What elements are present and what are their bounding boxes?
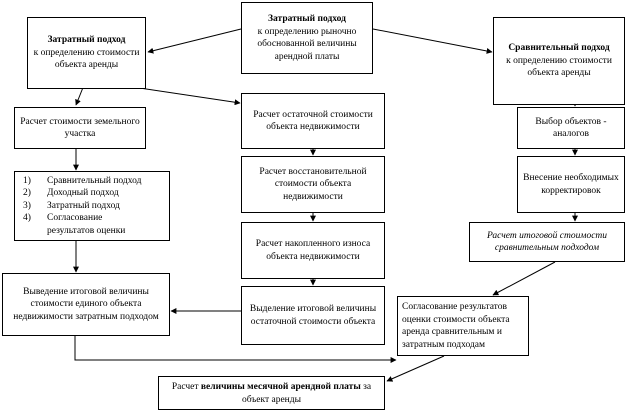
depreciation-box: Расчет накопленного износа объекта недви… — [241, 222, 385, 279]
adjustments-box: Внесение необходимых корректировок — [517, 156, 625, 213]
residual-value-box: Расчет остаточной стоимости объекта недв… — [241, 93, 385, 149]
final-suffix: за объект аренды — [242, 382, 372, 405]
list-text: результатов оценки — [47, 225, 126, 236]
cost-total-box: Выведение итоговой величины стоимости ед… — [2, 273, 170, 336]
residual-total-text: Выделение итоговой величины остаточной с… — [249, 304, 377, 327]
root-box: Затратный подход к определению рыночно о… — [241, 2, 373, 74]
final-prefix: Расчет — [171, 382, 199, 392]
select-analogs-text: Выбор объектов - аналогов — [535, 116, 607, 140]
final-bold: величины месячной арендной платы — [200, 382, 361, 392]
land-value-text: Расчет стоимости земельного участка — [20, 116, 140, 140]
replacement-value-text: Расчет восстановительной стоимости объек… — [259, 166, 367, 202]
reconciliation-text: Согласование результатов оценки стоимост… — [402, 302, 510, 350]
arrow-reconciliation-to-final — [386, 355, 445, 382]
list-number: 4) — [23, 213, 31, 224]
list-text: Согласование — [47, 213, 103, 224]
list-number: 3) — [23, 200, 31, 211]
comparative-approach-title: Сравнительный подход — [508, 43, 610, 54]
replacement-value-box: Расчет восстановительной стоимости объек… — [241, 156, 385, 213]
list-text: Сравнительный подход — [47, 175, 142, 186]
comparative-total-text: Расчет итоговой стоимости сравнительным … — [486, 230, 608, 254]
select-analogs-box: Выбор объектов - аналогов — [517, 107, 625, 149]
list-item: 1) Сравнительный подход — [23, 175, 141, 188]
depreciation-text: Расчет накопленного износа объекта недви… — [255, 239, 371, 262]
list-text: Затратный подход — [47, 200, 120, 211]
arrow-root-to-cost — [147, 28, 242, 54]
root-text: к определению рыночно обоснованной велич… — [257, 26, 357, 62]
list-item: 4) Согласование — [23, 212, 102, 225]
comparative-approach-box: Сравнительный подход к определению стоим… — [493, 17, 625, 105]
list-text: Доходный подход — [47, 188, 119, 199]
arrow-comptotal-to-reconciliation — [492, 261, 556, 296]
final-box: Расчет величины месячной арендной платы … — [158, 376, 385, 410]
list-number: 2) — [23, 188, 31, 199]
comparative-approach-text: к определению стоимости объекта аренды — [506, 55, 612, 79]
cost-approach-title: Затратный подход — [47, 35, 126, 46]
adjustments-text: Внесение необходимых корректировок — [523, 173, 619, 196]
list-number: 1) — [23, 175, 31, 186]
list-item: 2) Доходный подход — [23, 187, 119, 200]
residual-value-text: Расчет остаточной стоимости объекта недв… — [253, 109, 373, 133]
comparative-total-box: Расчет итоговой стоимости сравнительным … — [469, 222, 625, 262]
cost-total-text: Выведение итоговой величины стоимости ед… — [13, 286, 159, 322]
land-value-box: Расчет стоимости земельного участка — [14, 107, 146, 149]
methods-list-box: 1) Сравнительный подход 2) Доходный подход… — [14, 171, 170, 241]
reconciliation-box: Согласование результатов оценки стоимост… — [397, 296, 529, 356]
residual-total-box: Выделение итоговой величины остаточной с… — [241, 286, 385, 345]
arrow-costtotal-to-reconciliation — [74, 336, 397, 363]
arrow-root-to-comparative — [372, 28, 493, 54]
cost-approach-text: к определению стоимости объекта аренды — [33, 47, 140, 71]
root-title: Затратный подход — [268, 14, 346, 24]
list-item: 3) Затратный подход — [23, 200, 120, 213]
list-continuation: результатов оценки — [23, 225, 125, 238]
cost-approach-box: Затратный подход к определению стоимости… — [27, 17, 146, 89]
